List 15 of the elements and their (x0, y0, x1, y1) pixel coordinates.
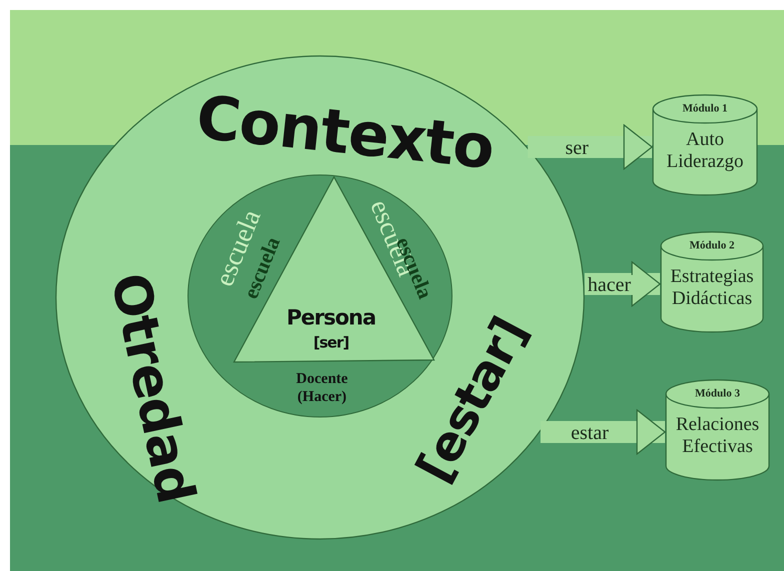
module-title: Módulo 2 (690, 240, 734, 252)
ring-label: Docente (Hacer) (295, 370, 349, 406)
circle-label: Contexto (194, 88, 496, 178)
module-title: Módulo 1 (682, 104, 728, 114)
edge-label: hacer (586, 275, 633, 295)
block-arrow (528, 124, 653, 170)
module-label: Relaciones Efectivas (674, 414, 760, 458)
circle-label: Otredad (102, 268, 202, 508)
module-title: Módulo 3 (695, 388, 740, 400)
triangle-label: [ser] (313, 336, 349, 350)
module-label: Estrategias Didácticas (669, 266, 755, 310)
block-arrow (540, 409, 666, 455)
module-label: Auto Liderazgo (665, 129, 744, 173)
triangle-label: Persona (286, 308, 376, 328)
block-arrow (584, 261, 661, 307)
